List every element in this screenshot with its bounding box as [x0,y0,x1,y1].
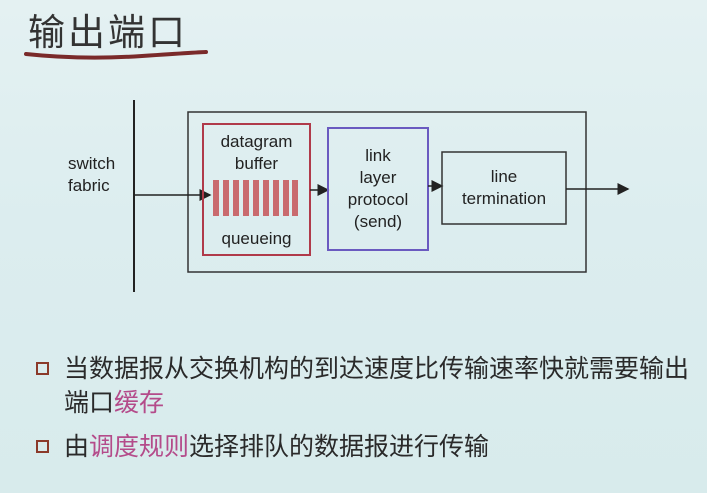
bullet-box-icon [36,440,49,453]
bullet-item-1: 当数据报从交换机构的到达速度比传输速率快就需要输出端口缓存 [34,352,694,420]
bullet-text: 由 [64,432,90,461]
switch-fabric-label: switch fabric [68,154,116,195]
line-termination-label: line termination [461,167,547,208]
datagram-buffer-label: datagram buffer [220,132,293,173]
bullet-item-2: 由调度规则选择排队的数据报进行传输 [34,430,694,464]
link-layer-box [327,127,429,251]
link-layer-label: link layer protocol (send) [347,146,409,231]
page-title: 输出端口 [28,11,188,54]
bullet-box-icon [36,362,49,375]
queue-slots [213,180,298,216]
line-termination-box [441,151,567,225]
title-underline [24,50,208,60]
bullet-highlight: 调度规则 [89,432,190,461]
bullet-text-after: 选择排队的数据报进行传输 [189,432,490,461]
queueing-label: queueing [221,229,292,248]
bullet-text: 当数据报从交换机构的到达速度比传输速率快就需要输出端口 [64,354,690,417]
bullet-list: 当数据报从交换机构的到达速度比传输速率快就需要输出端口缓存 由调度规则选择排队的… [34,352,694,464]
bullet-highlight: 缓存 [114,388,165,417]
output-port-diagram [133,100,630,292]
output-port-container [187,111,587,273]
